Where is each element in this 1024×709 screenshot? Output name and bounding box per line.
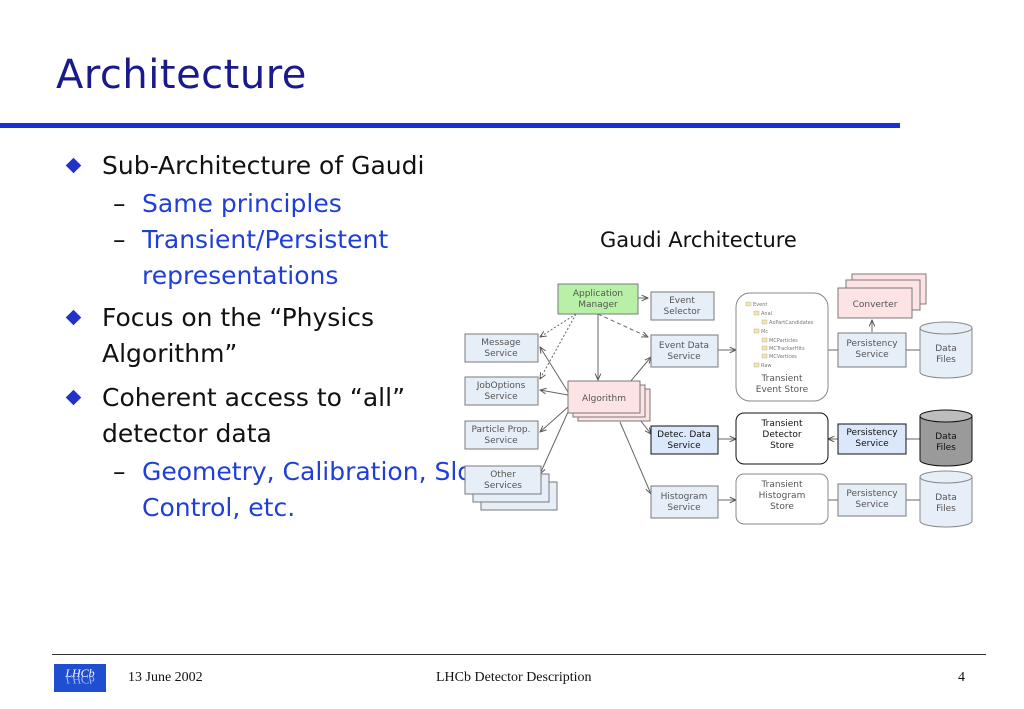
- tree-node-mc: Mc: [761, 329, 768, 335]
- bullet-1-sub-2: – Transient/Persistent representations: [66, 222, 506, 294]
- lhcb-logo: LHCb LHCb: [54, 664, 106, 692]
- footer-divider: [52, 654, 986, 655]
- app-manager-line-1: Application: [573, 289, 623, 299]
- bullet-3-sub-1-text: Geometry, Calibration, Slow Control, etc…: [142, 457, 494, 522]
- algorithm-label: Algorithm: [582, 394, 626, 404]
- converter-label: Converter: [853, 300, 898, 310]
- joboptions-service-box: [464, 376, 539, 406]
- diagram-connectors: [540, 298, 920, 500]
- bullet-2-text: Focus on the “Physics Algorithm”: [102, 303, 375, 368]
- tree-node-mcvertices: MCVertices: [769, 354, 797, 360]
- tree-node-axpart: AxPartCandidates: [769, 320, 814, 326]
- footer-page-number: 4: [958, 670, 965, 685]
- title-underline: [0, 123, 900, 128]
- transient-histogram-store-box: [735, 473, 829, 525]
- tree-node-mctrackerhits: MCTrackerHits: [769, 346, 805, 352]
- bullet-1-sub-1: – Same principles: [66, 186, 506, 222]
- bullet-3-text: Coherent access to “all” detector data: [102, 383, 406, 448]
- tree-node-anal: Anal: [761, 311, 772, 317]
- other-services-box: [464, 465, 542, 495]
- tree-node-mcparticles: MCParticles: [769, 338, 798, 344]
- transient-detector-store-box: [735, 412, 829, 465]
- bullet-diamond-icon: [65, 389, 82, 406]
- tree-node-event: Event: [753, 302, 767, 308]
- bullet-diamond-icon: [65, 309, 82, 326]
- footer-date: 13 June 2002: [128, 670, 203, 685]
- bullet-3: Coherent access to “all” detector data: [65, 380, 506, 452]
- particle-prop-service-box: [464, 420, 539, 450]
- slide-title: Architecture: [56, 52, 307, 98]
- bullet-2: Focus on the “Physics Algorithm”: [65, 300, 506, 372]
- event-data-service-box: [650, 334, 719, 368]
- histogram-service-box: [650, 485, 719, 519]
- dash-icon: –: [113, 457, 126, 486]
- footer-center-text: LHCb Detector Description: [436, 670, 592, 685]
- bullet-3-sub-1: – Geometry, Calibration, Slow Control, e…: [66, 454, 506, 526]
- tree-node-raw: Raw: [761, 363, 772, 369]
- svg-text:LHCb: LHCb: [64, 666, 94, 680]
- dash-icon: –: [113, 189, 126, 218]
- app-manager-line-2: Manager: [578, 300, 618, 310]
- bullet-diamond-icon: [65, 157, 82, 174]
- bullet-list: Sub-Architecture of Gaudi – Same princip…: [65, 148, 506, 526]
- dash-icon: –: [113, 225, 126, 254]
- bullet-1: Sub-Architecture of Gaudi: [65, 148, 506, 184]
- bullet-1-sub-2-text: Transient/Persistent representations: [142, 225, 389, 290]
- persistency-service-1-box: [837, 332, 907, 368]
- detec-data-service-box: [650, 425, 719, 455]
- persistency-service-2-box: [837, 423, 907, 455]
- event-selector-box: [650, 291, 715, 321]
- svg-text:LHCb: LHCb: [64, 673, 94, 687]
- diagram-title: Gaudi Architecture: [600, 228, 797, 252]
- app-manager-box: [557, 283, 639, 315]
- bullet-1-text: Sub-Architecture of Gaudi: [102, 151, 425, 180]
- algorithm-box: [567, 380, 641, 414]
- converter-box: [837, 287, 913, 319]
- bullet-1-sub-1-text: Same principles: [142, 189, 342, 218]
- event-tree: Event Anal AxPartCandidates Mc MCParticl…: [745, 301, 814, 369]
- persistency-service-3-box: [837, 483, 907, 517]
- message-service-box: [464, 333, 539, 363]
- transient-event-store-box: [735, 292, 829, 402]
- particle-prop-service-label: Particle Prop.Service: [472, 425, 531, 446]
